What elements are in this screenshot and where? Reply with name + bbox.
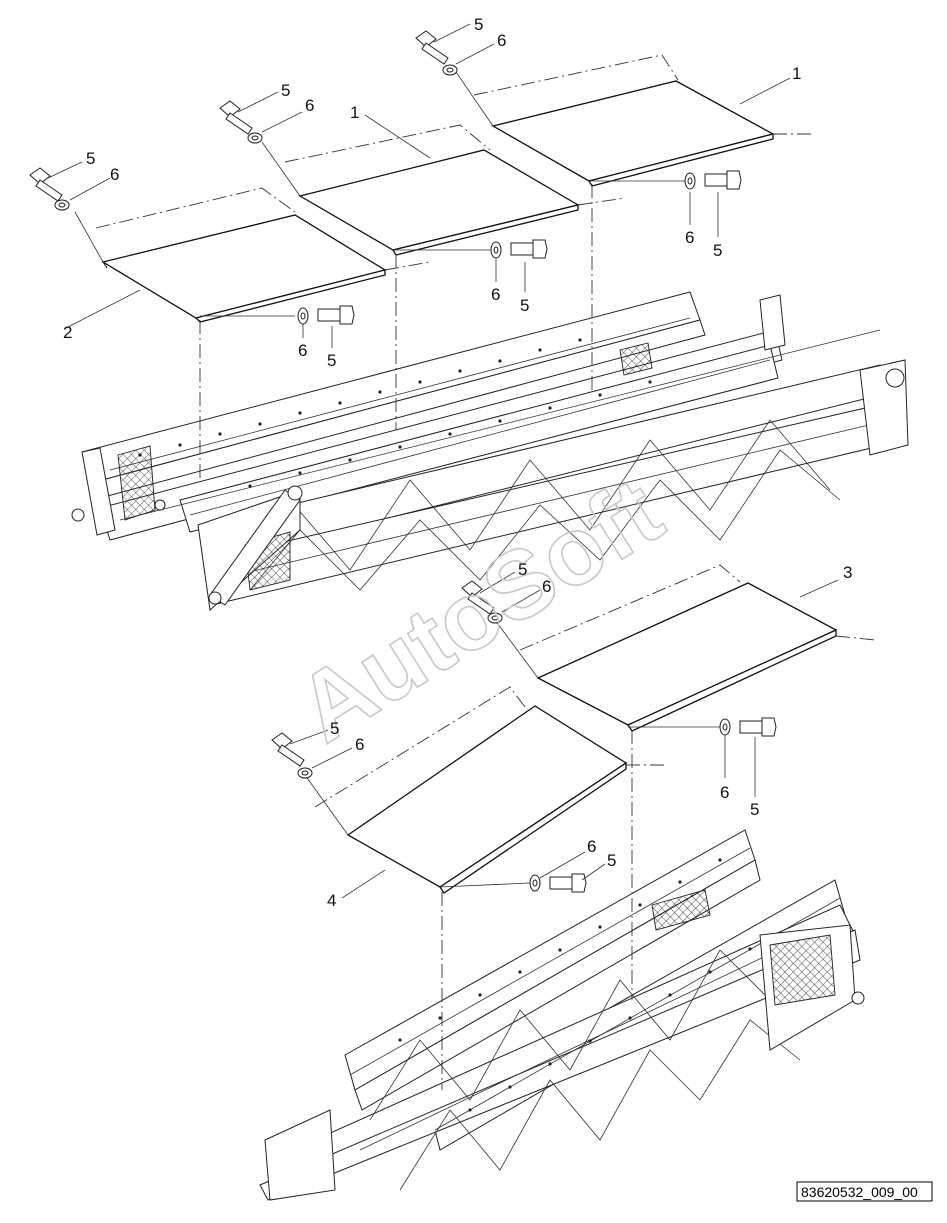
callout-5: 5 bbox=[86, 149, 95, 168]
bolt-icon bbox=[219, 100, 253, 135]
callout-5: 5 bbox=[474, 15, 483, 34]
callout-5: 5 bbox=[327, 351, 336, 370]
washer-icon bbox=[54, 199, 70, 211]
callout-6: 6 bbox=[587, 837, 596, 856]
callout-5: 5 bbox=[330, 719, 339, 738]
leader-lines bbox=[65, 71, 839, 899]
cover-plates-lower bbox=[346, 582, 838, 894]
washer-icon bbox=[297, 767, 313, 779]
assembly-lines bbox=[95, 54, 876, 1090]
washer-icon bbox=[442, 64, 458, 76]
bolt-icon bbox=[739, 717, 777, 737]
callout-1: 1 bbox=[350, 103, 359, 122]
callout-6: 6 bbox=[497, 31, 506, 50]
callout-5: 5 bbox=[520, 296, 529, 315]
callout-6: 6 bbox=[110, 165, 119, 184]
reference-code: 83620532_009_00 bbox=[801, 1184, 918, 1200]
bolt-icon bbox=[510, 239, 548, 259]
lower-conveyor-frame bbox=[259, 829, 865, 1201]
bolt-icon bbox=[704, 170, 742, 190]
bolt-icon bbox=[317, 305, 355, 325]
callout-6: 6 bbox=[491, 285, 500, 304]
bolt-icon bbox=[461, 580, 495, 615]
callout-5: 5 bbox=[713, 241, 722, 260]
reference-code-box: 83620532_009_00 bbox=[796, 1181, 933, 1202]
callout-6: 6 bbox=[685, 228, 694, 247]
bolt-icon bbox=[415, 30, 449, 65]
callout-labels: 1 1 2 3 4 5 6 5 6 5 6 6 5 6 5 6 5 5 6 5 … bbox=[63, 15, 852, 910]
callout-6: 6 bbox=[305, 96, 314, 115]
callout-5: 5 bbox=[281, 81, 290, 100]
callout-6: 6 bbox=[298, 341, 307, 360]
hardware bbox=[29, 23, 777, 893]
callout-5: 5 bbox=[750, 800, 759, 819]
washer-icon bbox=[684, 172, 696, 190]
callout-3: 3 bbox=[843, 563, 852, 582]
bolt-icon bbox=[271, 732, 305, 767]
callout-2: 2 bbox=[63, 323, 72, 342]
callout-6: 6 bbox=[542, 577, 551, 596]
callout-5: 5 bbox=[518, 560, 527, 579]
bolt-icon bbox=[549, 873, 587, 893]
washer-icon bbox=[487, 612, 503, 624]
callout-5: 5 bbox=[607, 851, 616, 870]
cover-plates-upper bbox=[101, 80, 775, 323]
callout-6: 6 bbox=[720, 783, 729, 802]
washer-icon bbox=[719, 718, 731, 736]
washer-icon bbox=[490, 241, 502, 259]
callout-6: 6 bbox=[355, 735, 364, 754]
callout-4: 4 bbox=[327, 891, 336, 910]
callout-1: 1 bbox=[792, 64, 801, 83]
washer-icon bbox=[247, 132, 263, 144]
washer-icon bbox=[297, 307, 309, 325]
upper-conveyor-frame bbox=[71, 291, 909, 611]
washer-icon bbox=[529, 874, 541, 892]
bolt-icon bbox=[29, 167, 63, 202]
